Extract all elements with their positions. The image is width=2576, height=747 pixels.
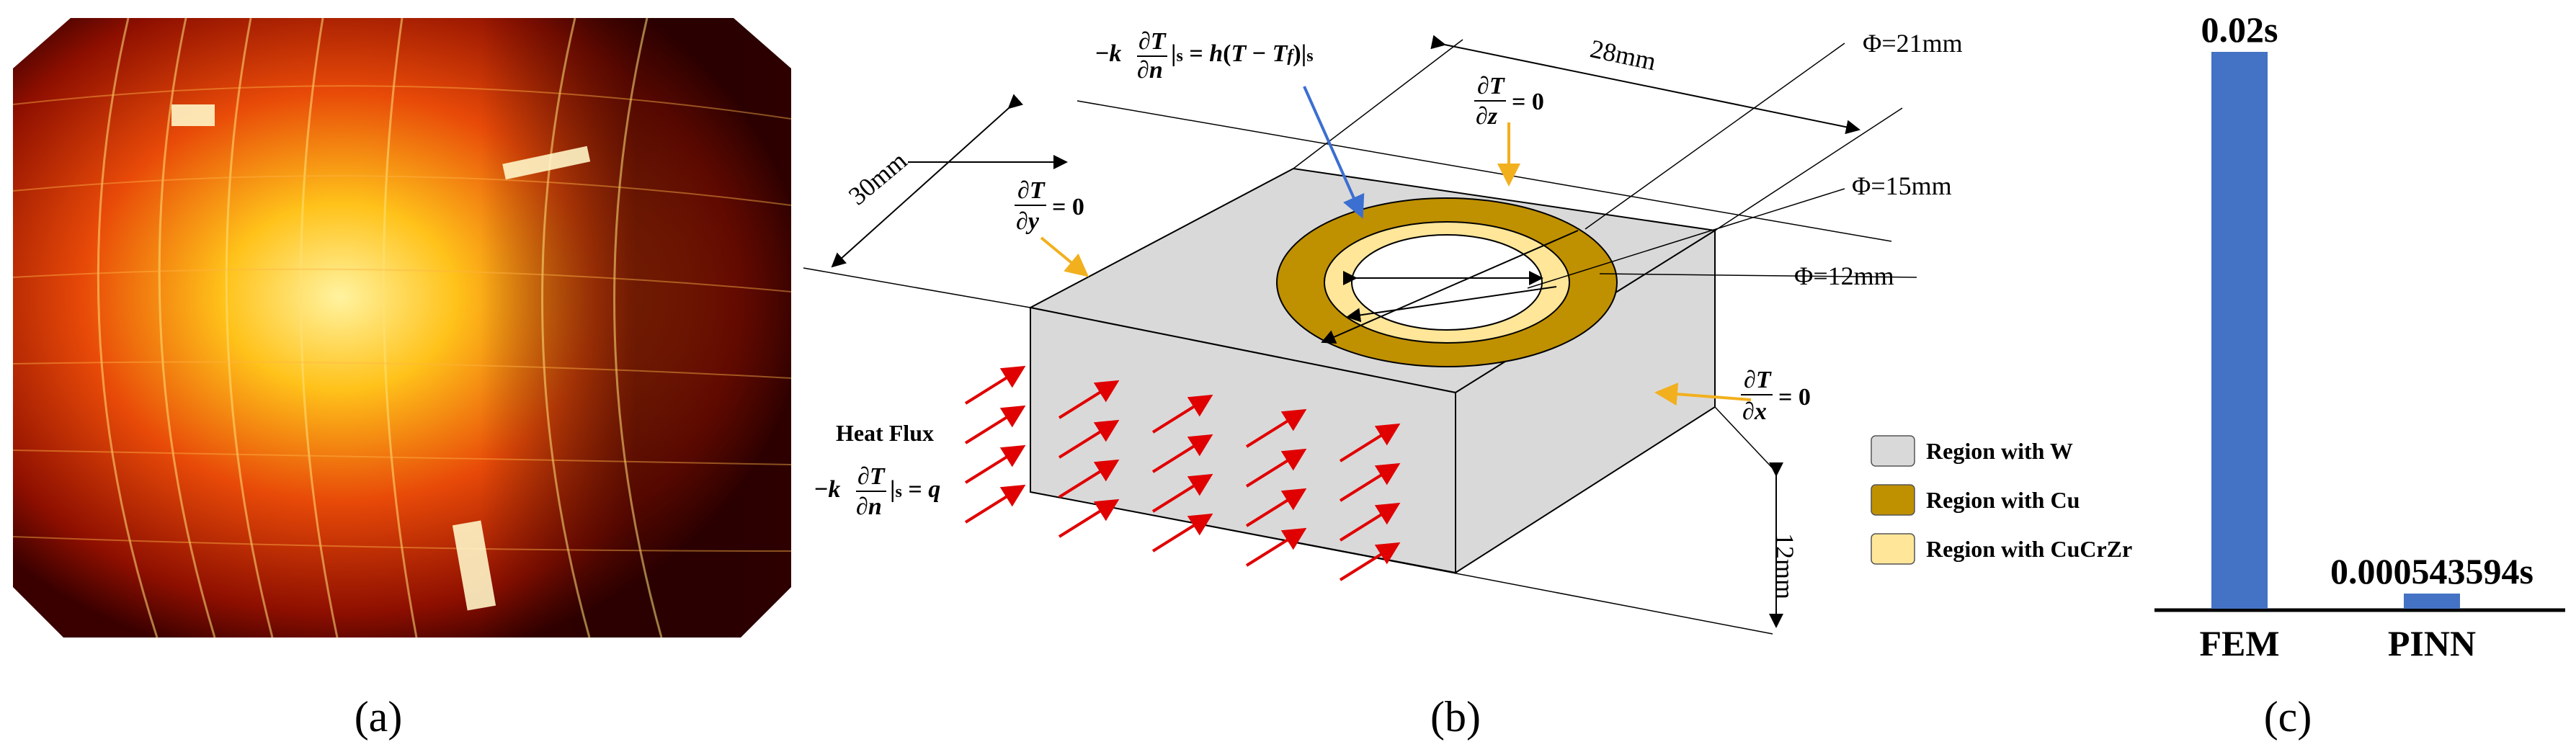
- legend-swatch-cu: [1871, 484, 1915, 516]
- caption-c: (c): [2264, 693, 2312, 741]
- phi21-arrow: [1321, 230, 1579, 344]
- svg-text:∂T: ∂T: [1138, 28, 1167, 55]
- captions: (a) (b) (c): [355, 693, 2312, 741]
- caption-a: (a): [355, 693, 403, 741]
- eq-heat-flux: −k ∂T ∂n |s = q: [814, 463, 940, 520]
- svg-text:∂T: ∂T: [1017, 177, 1046, 204]
- dim-30-arrow: [831, 94, 1024, 268]
- cooling-hole: [1351, 234, 1543, 331]
- phi15-arrow: [1346, 286, 1557, 323]
- phi12-label-visible: Φ=12mm: [1794, 261, 1894, 290]
- svg-text:−k: −k: [1095, 40, 1121, 67]
- svg-text:= 0: = 0: [1778, 384, 1811, 411]
- dim-28-label: 28mm: [1587, 34, 1658, 76]
- eq-bc-y: ∂T ∂y = 0: [1015, 177, 1084, 235]
- data-label-fem: 0.02s: [2201, 9, 2278, 50]
- svg-text:∂n: ∂n: [1137, 57, 1163, 84]
- svg-text:∂n: ∂n: [856, 493, 882, 520]
- eq-bc-x: ∂T ∂x = 0: [1741, 367, 1811, 425]
- svg-text:∂x: ∂x: [1742, 398, 1767, 425]
- eq-convection: −k ∂T ∂n |s = h(T − Tf)|s: [1095, 28, 1314, 84]
- caption-b: (b): [1430, 693, 1481, 741]
- dim-30-label: 30mm: [843, 146, 912, 211]
- dim-12-label: 12mm: [1770, 533, 1799, 599]
- bc-x-arrow: [1654, 383, 1752, 406]
- svg-text:∂T: ∂T: [1744, 367, 1772, 393]
- category-label-pinn: PINN: [2388, 623, 2476, 663]
- bc-conv-arrow: [1303, 86, 1365, 219]
- svg-text:|s = h(T − Tf)|s: |s = h(T − Tf)|s: [1171, 40, 1314, 67]
- legend-swatch-cucrzr: [1871, 533, 1915, 565]
- svg-text:−k: −k: [814, 476, 840, 503]
- svg-text:|s = q: |s = q: [890, 476, 940, 503]
- legend-label-w: Region with W: [1926, 438, 2073, 464]
- phi15-label: Φ=15mm: [1852, 171, 1952, 200]
- geometry-diagram: 30mm 28mm 12mm Φ=21mm Φ=15mm Φ=12mm Φ=12…: [803, 28, 1963, 635]
- thermal-image: [12, 17, 792, 638]
- legend-label-cucrzr: Region with CuCrZr: [1926, 536, 2132, 562]
- legend: Region with W Region with Cu Region with…: [1870, 432, 2172, 576]
- bar-fem: [2211, 52, 2268, 609]
- heat-flux-arrows: [964, 365, 1401, 581]
- data-label-pinn: 0.000543594s: [2330, 551, 2533, 591]
- category-label-fem: FEM: [2199, 623, 2279, 663]
- heat-flux-label: Heat Flux: [836, 420, 934, 446]
- svg-text:= 0: = 0: [1052, 194, 1084, 220]
- bar-pinn: [2404, 593, 2460, 609]
- bc-y-arrow: [1040, 236, 1089, 277]
- svg-text:∂T: ∂T: [1477, 73, 1505, 99]
- dim-28-arrow: [1430, 35, 1860, 135]
- svg-text:∂z: ∂z: [1476, 103, 1498, 130]
- phi21-label: Φ=21mm: [1863, 29, 1963, 58]
- svg-text:∂T: ∂T: [857, 463, 886, 490]
- svg-text:= 0: = 0: [1512, 89, 1544, 115]
- svg-text:∂y: ∂y: [1016, 208, 1040, 235]
- eq-bc-z: ∂T ∂z = 0: [1474, 73, 1544, 130]
- legend-label-cu: Region with Cu: [1926, 487, 2080, 513]
- legend-swatch-w: [1871, 435, 1915, 467]
